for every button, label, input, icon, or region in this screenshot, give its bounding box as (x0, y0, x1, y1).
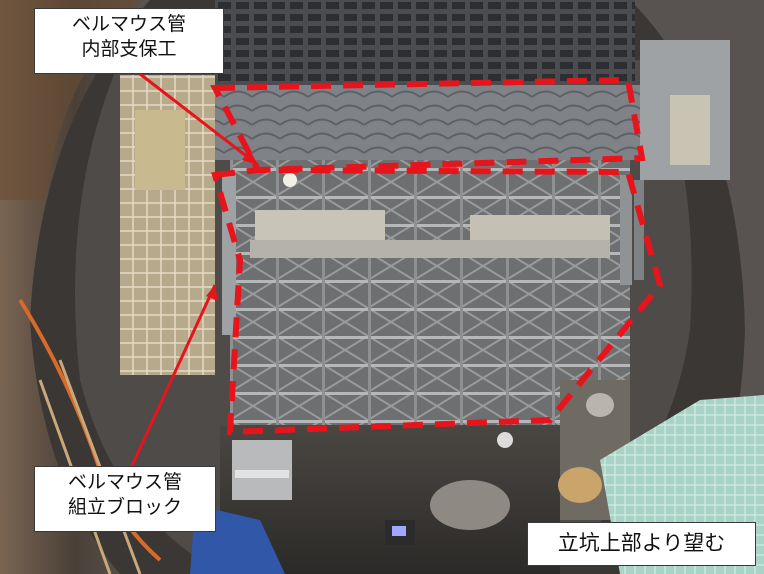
label-bottom-line1: ベルマウス管 (67, 471, 182, 493)
label-bellmouth-support: ベルマウス管 内部支保工 (34, 8, 224, 74)
block-highlight-outline (211, 166, 664, 436)
label-bellmouth-block: ベルマウス管 組立ブロック (34, 466, 216, 532)
label-top-line1: ベルマウス管 (71, 13, 186, 35)
roof-highlight-outline (210, 76, 646, 174)
label-top-line2: 内部支保工 (81, 38, 177, 60)
label-bottom-line2: 組立ブロック (67, 496, 182, 518)
photo-caption: 立坑上部より望む (527, 522, 756, 566)
roof-arrow (139, 72, 259, 167)
block-arrow (128, 284, 217, 471)
